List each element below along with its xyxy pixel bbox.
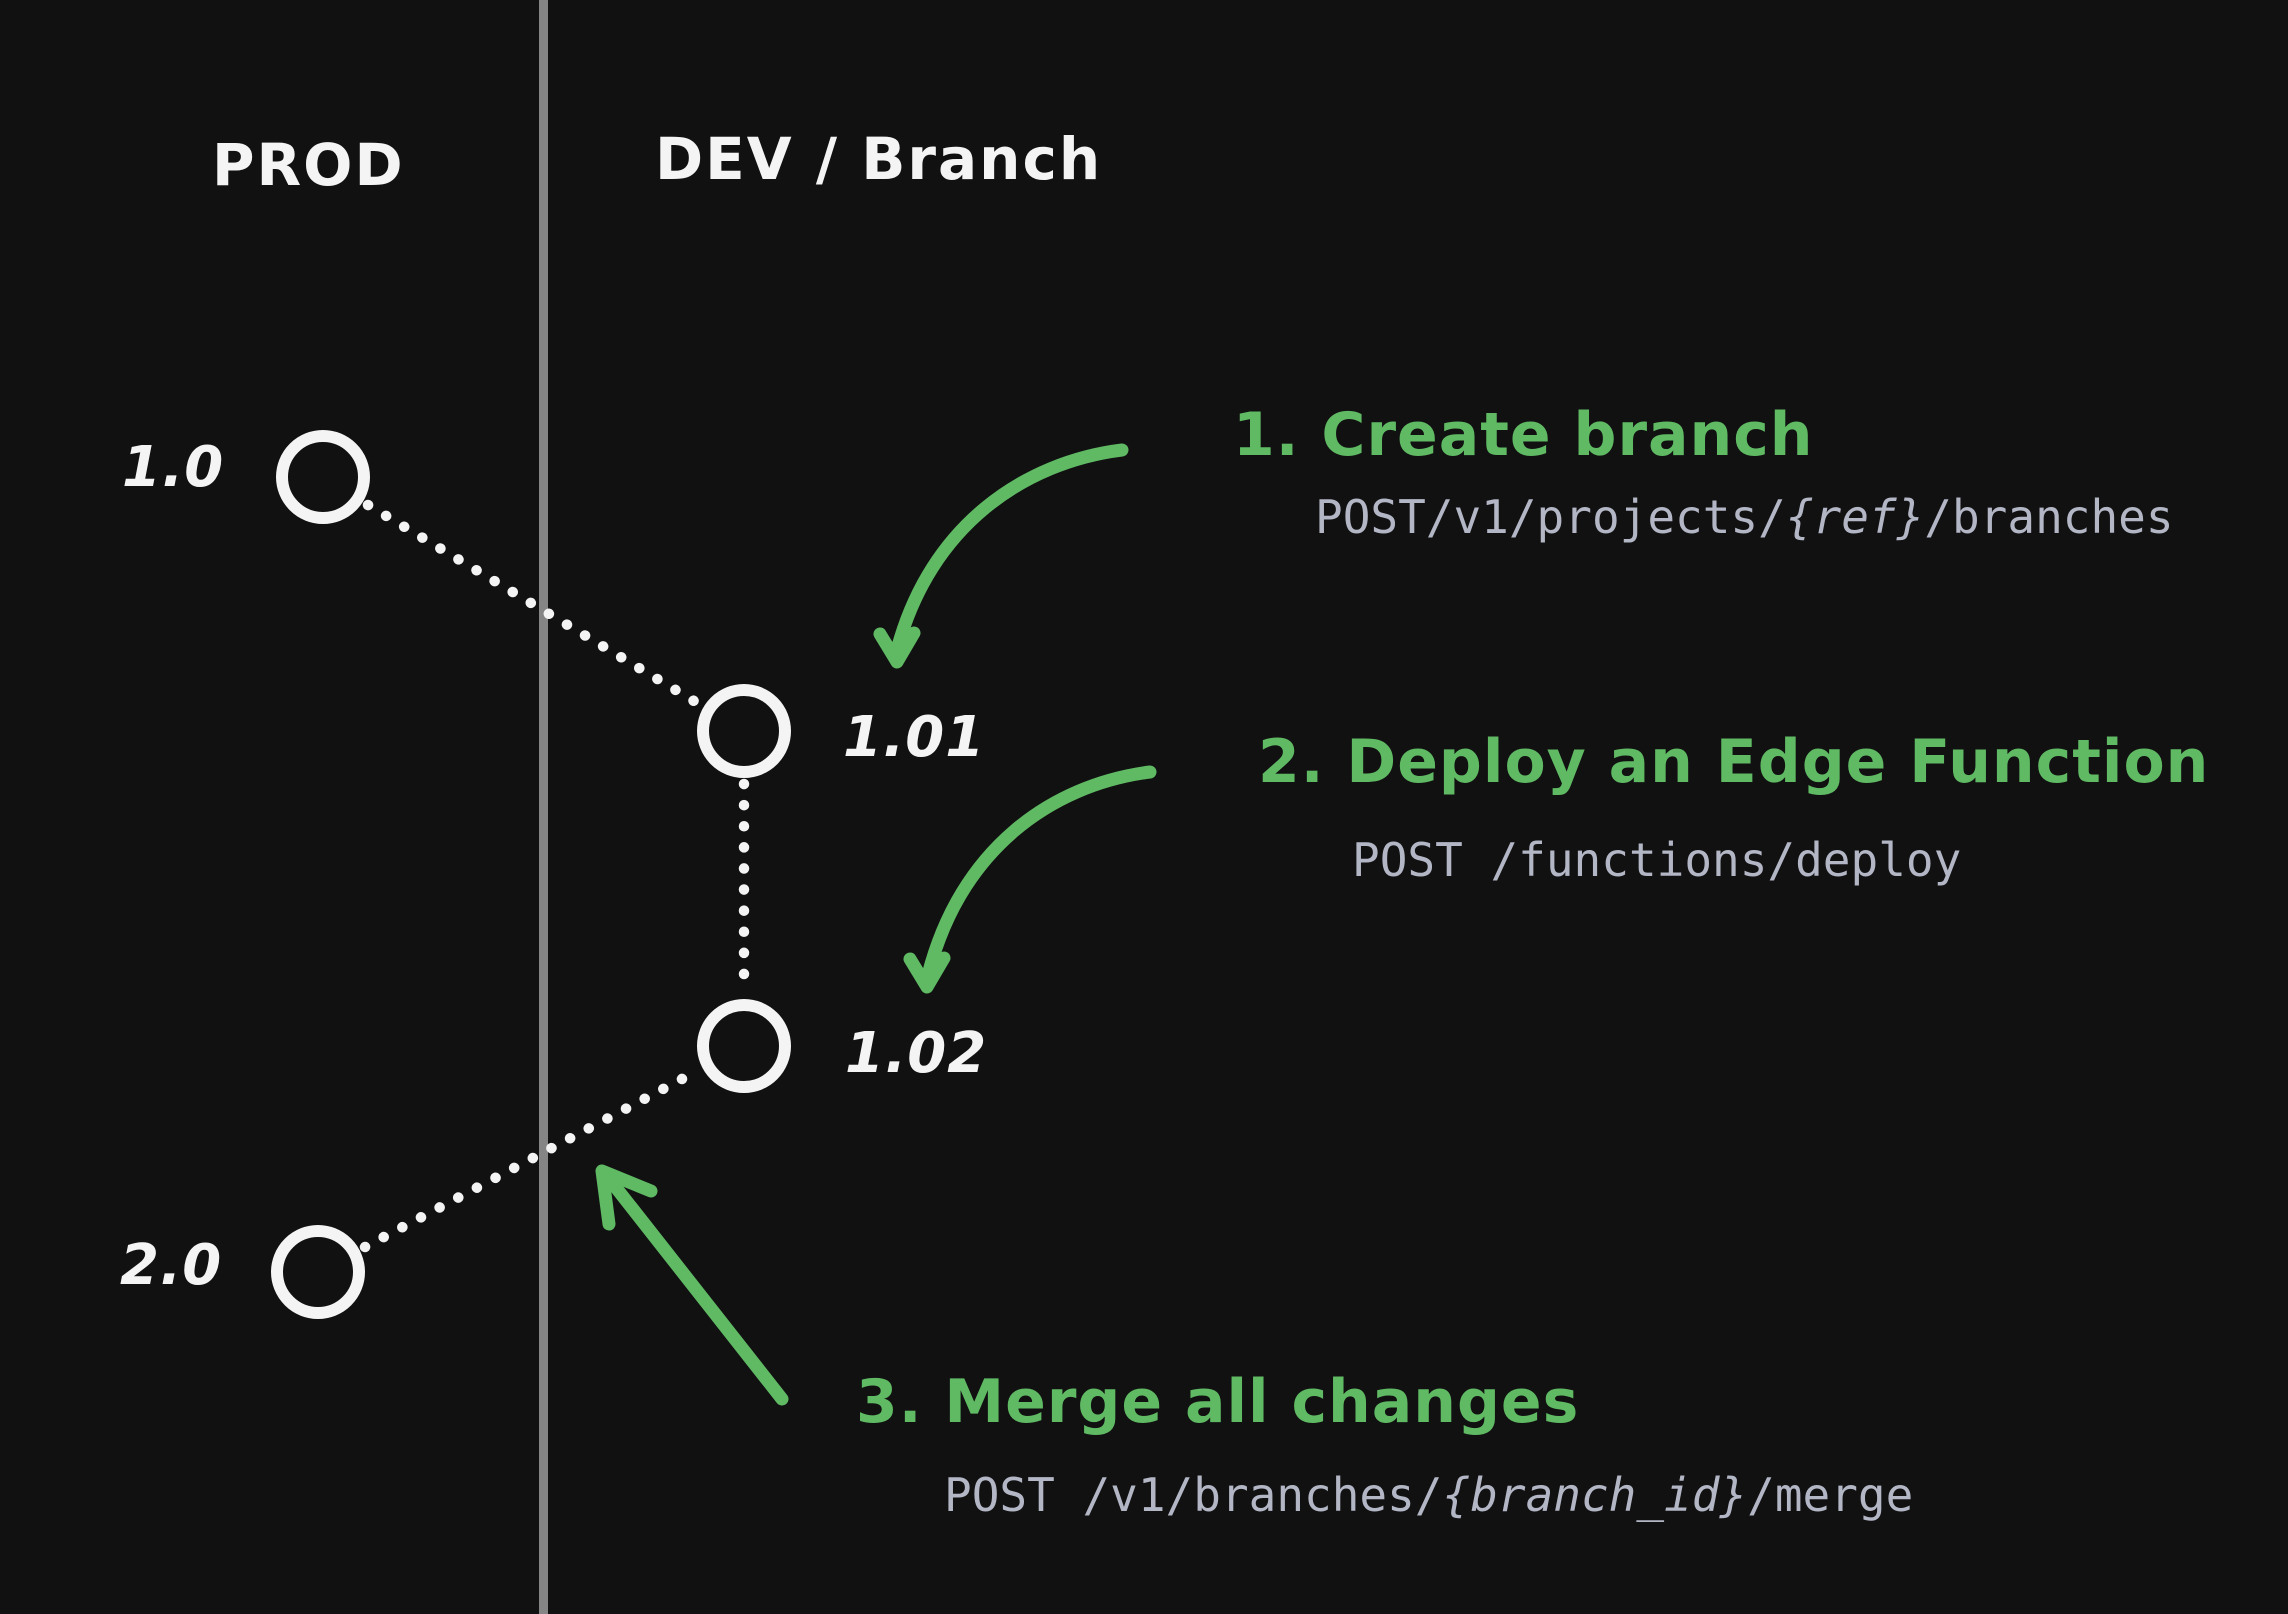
step-3-endpoint: POST /v1/branches/{branch_id}/merge — [944, 1472, 1913, 1518]
step-2-title: 2. Deploy an Edge Function — [1258, 727, 2210, 797]
step-1-endpoint: POST/v1/projects/{ref}/branches — [1315, 494, 2174, 540]
merge-changes-arrow — [595, 1164, 789, 1406]
node-2-0-circle — [271, 1225, 365, 1319]
node-1-02-label: 1.02 — [845, 1021, 988, 1086]
deploy-function-arrow — [903, 765, 1157, 994]
endpoint-param: {ref} — [1785, 490, 1925, 544]
endpoint-prefix: POST /functions/deploy — [1352, 833, 1962, 887]
step-3-title: 3. Merge all changes — [856, 1367, 1580, 1437]
endpoint-suffix: /merge — [1747, 1468, 1914, 1522]
node-1-01-label: 1.01 — [843, 705, 986, 770]
column-divider-line — [539, 0, 548, 1614]
connector-2-0-to-1-02 — [359, 1065, 703, 1253]
node-1-0-label: 1.0 — [122, 435, 225, 500]
node-2-0-label: 2.0 — [120, 1233, 223, 1298]
endpoint-param: {branch_id} — [1442, 1468, 1748, 1522]
prod-column-label: PROD — [212, 131, 405, 199]
node-1-02-circle — [697, 999, 791, 1093]
connector-1-0-to-1-01 — [362, 499, 705, 710]
endpoint-suffix: /branches — [1924, 490, 2174, 544]
arrowhead-up-left-icon — [595, 1164, 658, 1231]
dev-column-label: DEV / Branch — [655, 125, 1103, 193]
endpoint-prefix: POST/v1/projects/ — [1315, 490, 1786, 544]
node-1-01-circle — [697, 684, 791, 778]
create-branch-arrow — [873, 443, 1129, 669]
arrowhead-down-icon — [903, 951, 951, 994]
node-1-0-circle — [276, 430, 370, 524]
arrowhead-down-icon — [873, 626, 921, 669]
step-2-endpoint: POST /functions/deploy — [1352, 837, 1961, 883]
endpoint-prefix: POST /v1/branches/ — [944, 1468, 1443, 1522]
step-1-title: 1. Create branch — [1233, 400, 1814, 470]
